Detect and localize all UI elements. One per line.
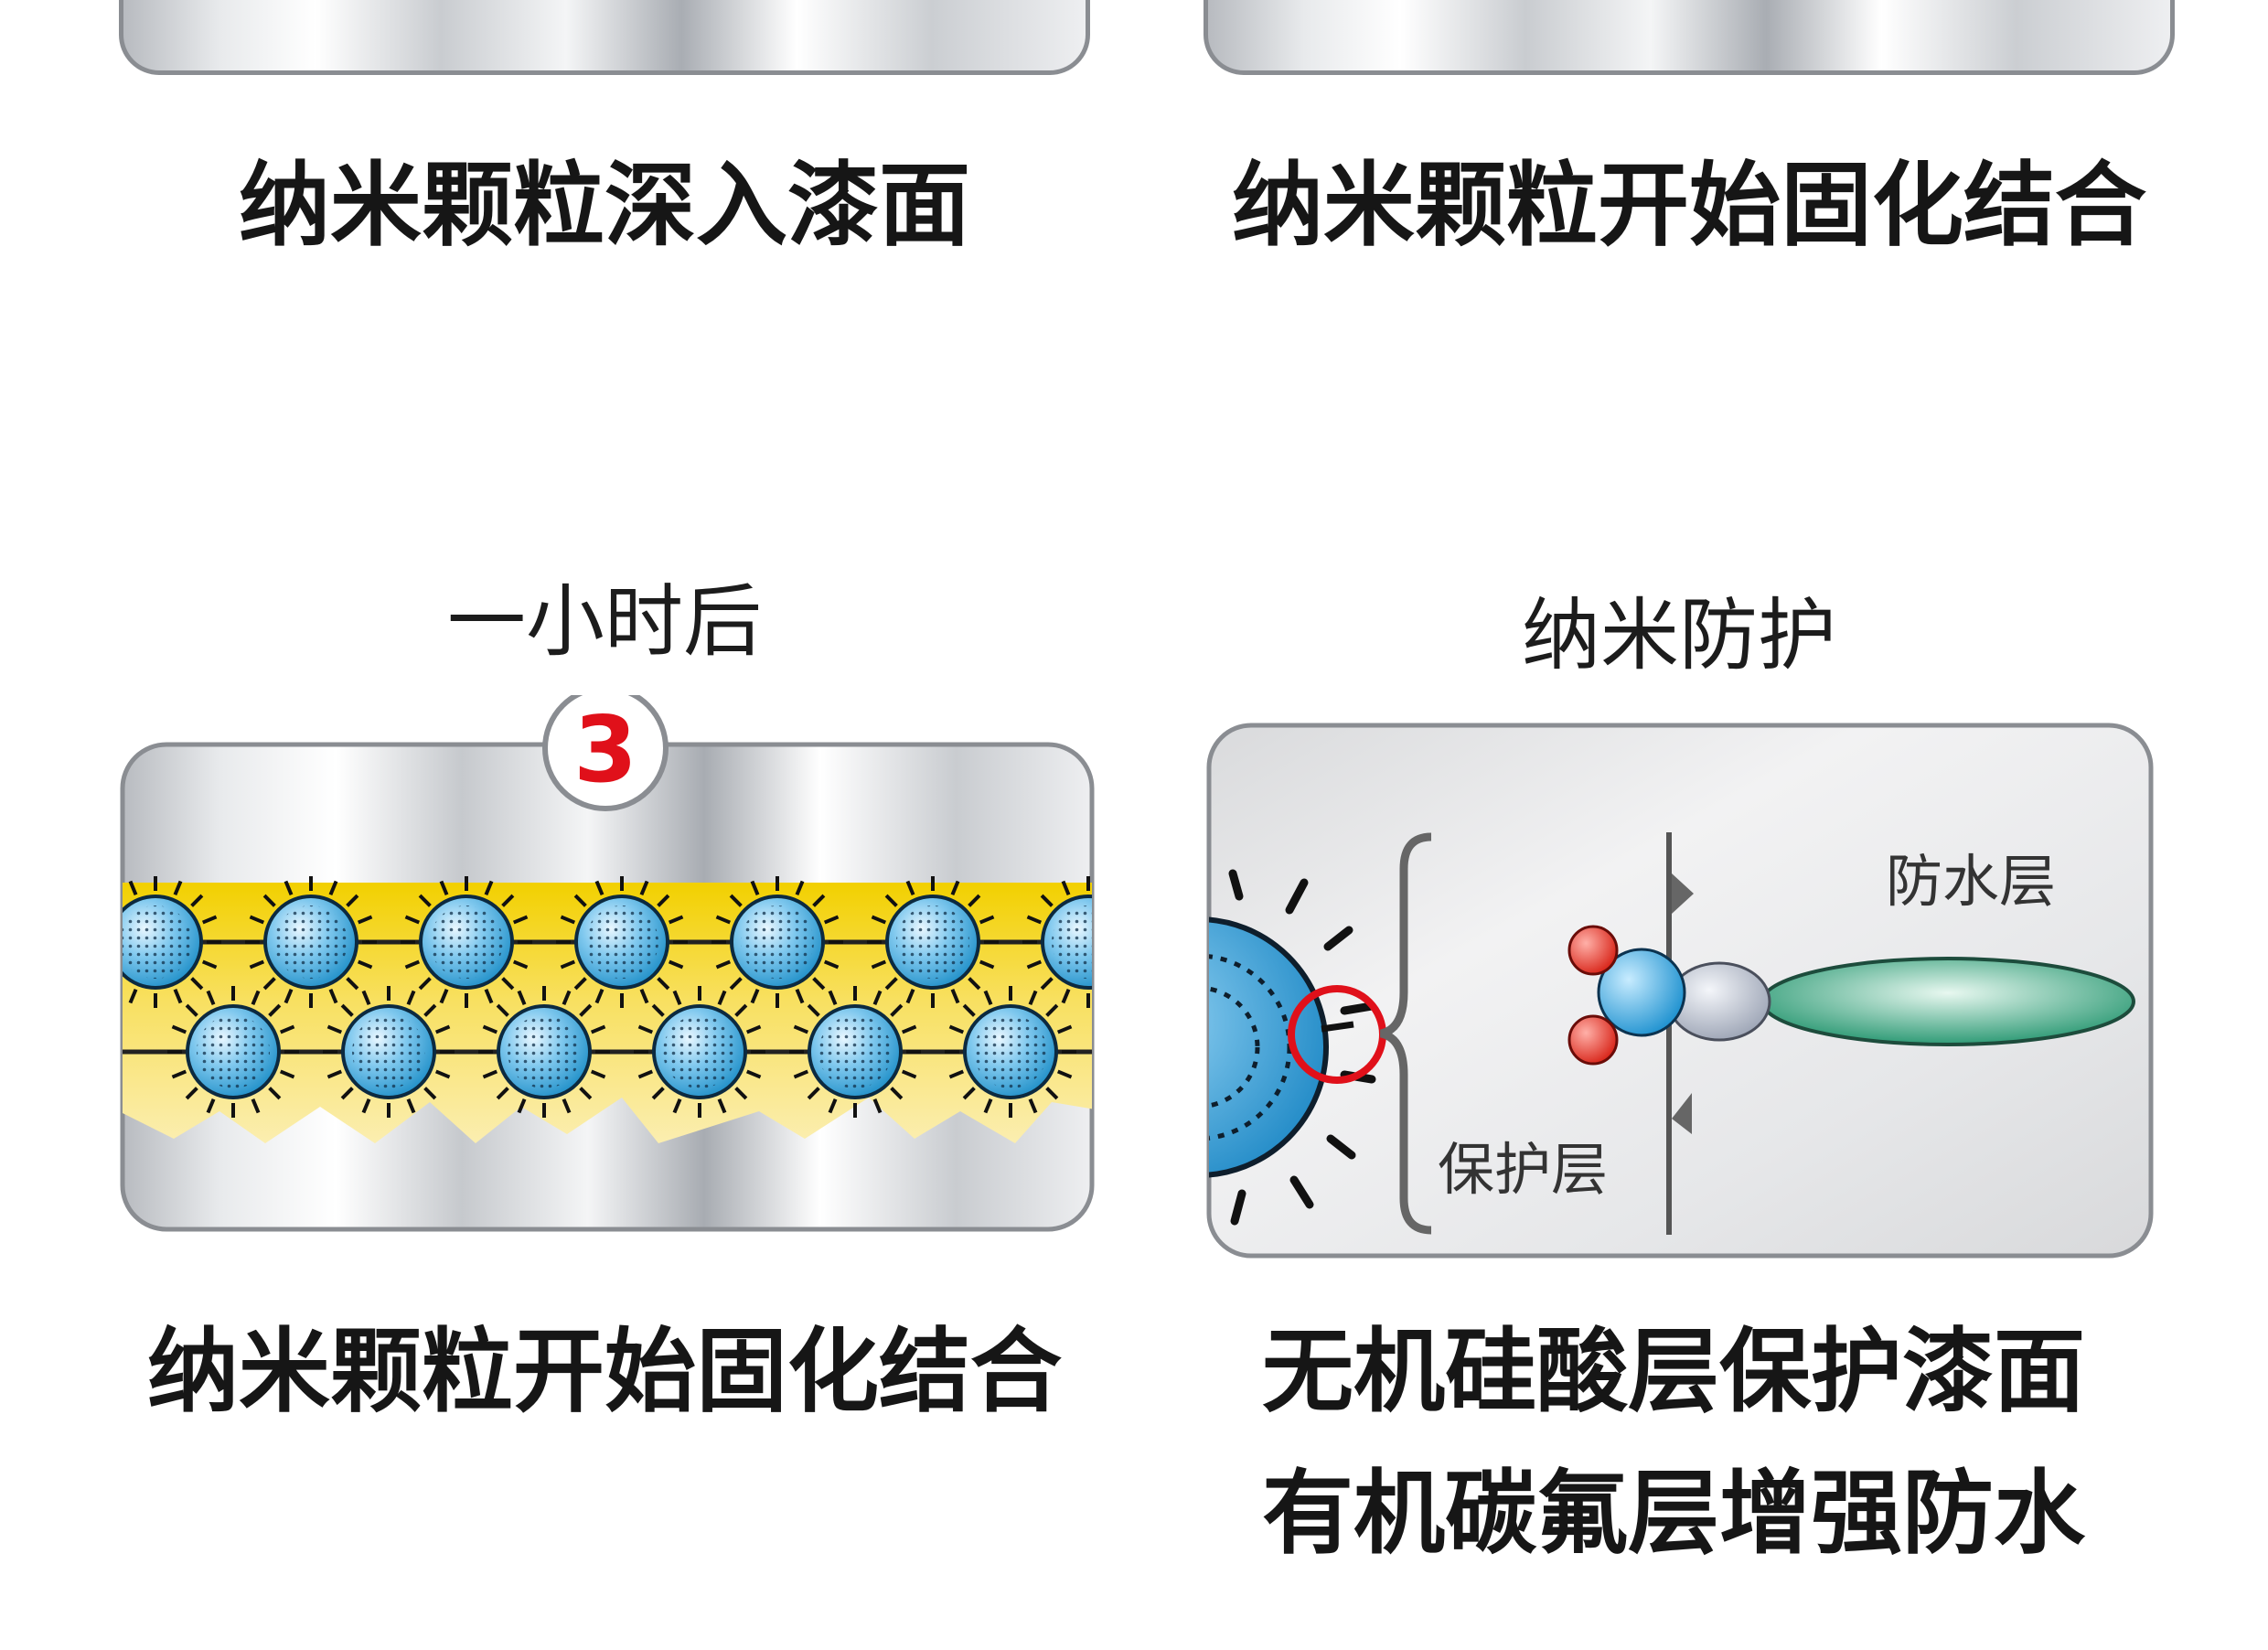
nano-particle xyxy=(323,986,455,1118)
brace xyxy=(1379,832,1432,1235)
nano-particle xyxy=(634,986,765,1118)
panel-4-subtitle: 纳米防护 xyxy=(1522,590,1836,681)
panel-3-diagram: 3 xyxy=(120,695,1095,1232)
protective-label: 保护层 xyxy=(1438,1136,1608,1203)
silicon-atom xyxy=(1597,948,1686,1037)
oxygen-atom-1 xyxy=(1567,925,1619,976)
step-badge xyxy=(542,695,669,811)
nano-particle xyxy=(789,986,921,1118)
nano-particle xyxy=(123,876,221,1008)
nano-particle xyxy=(401,876,532,1008)
waterproof-tail xyxy=(1760,957,2135,1046)
nano-particle xyxy=(1022,876,1092,1008)
oxygen-atom-2 xyxy=(1567,1014,1619,1066)
panel-2-frame xyxy=(1204,0,2175,75)
nano-particle xyxy=(167,986,299,1118)
panel-4-caption-line-1: 无机硅酸层保护漆面 xyxy=(1262,1318,2085,1425)
nano-particle xyxy=(945,986,1076,1118)
panel-1-caption: 纳米颗粒深入漆面 xyxy=(239,152,970,259)
panel-4-caption-line-2: 有机碳氟层增强防水 xyxy=(1262,1460,2085,1567)
panel-2-caption: 纳米颗粒开始固化结合 xyxy=(1232,152,2146,259)
panel-1-frame xyxy=(119,0,1090,75)
panel-4-diagram: 防水层 保护层 xyxy=(1206,723,2154,1259)
nano-particle xyxy=(478,986,610,1118)
nano-particle xyxy=(867,876,999,1008)
panel-3-caption: 纳米颗粒开始固化结合 xyxy=(147,1318,1062,1425)
nano-particle xyxy=(245,876,377,1008)
waterproof-label: 防水层 xyxy=(1886,848,2056,915)
step-number: 3 xyxy=(573,696,637,803)
panel-3-subtitle: 一小时后 xyxy=(447,576,762,668)
nano-particle xyxy=(711,876,843,1008)
nano-particle xyxy=(556,876,688,1008)
